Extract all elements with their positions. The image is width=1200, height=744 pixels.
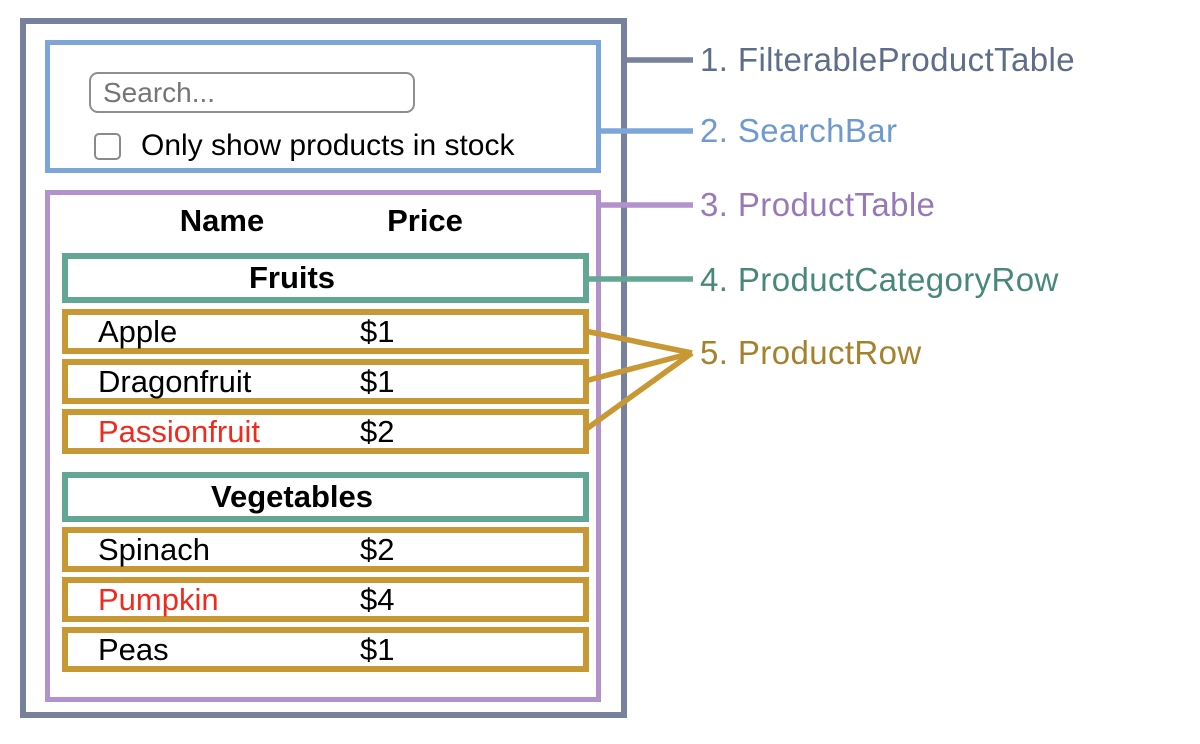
category-label: Fruits xyxy=(248,260,336,295)
label-search-bar: 2. SearchBar xyxy=(700,112,898,149)
product-price: $2 xyxy=(360,413,395,449)
in-stock-checkbox-label: Only show products in stock xyxy=(141,129,515,162)
search-bar-box xyxy=(45,40,601,173)
product-category-row: Fruits xyxy=(62,253,589,303)
product-name: Passionfruit xyxy=(98,413,260,449)
product-price: $1 xyxy=(360,631,395,667)
label-filterable-product-table: 1. FilterableProductTable xyxy=(700,41,1076,78)
product-name: Spinach xyxy=(98,531,211,567)
product-price: $2 xyxy=(360,531,395,567)
product-price: $4 xyxy=(360,581,395,617)
product-row: Pumpkin $4 xyxy=(62,577,589,622)
product-name: Apple xyxy=(98,313,178,349)
category-label: Vegetables xyxy=(211,479,373,514)
column-header-price: Price xyxy=(387,203,463,238)
in-stock-checkbox[interactable] xyxy=(94,132,121,160)
product-row: Apple $1 xyxy=(62,309,589,354)
product-table-box xyxy=(45,190,601,702)
product-row: Dragonfruit $1 xyxy=(62,359,589,404)
product-price: $1 xyxy=(360,363,395,399)
column-header-name: Name xyxy=(179,203,265,238)
product-name: Pumpkin xyxy=(98,581,219,617)
product-row: Passionfruit $2 xyxy=(62,409,589,454)
product-category-row: Vegetables xyxy=(62,472,589,522)
product-price: $1 xyxy=(360,313,395,349)
label-product-table: 3. ProductTable xyxy=(700,186,936,223)
product-name: Peas xyxy=(98,631,169,667)
search-input[interactable] xyxy=(89,72,415,113)
stock-filter-row: Only show products in stock xyxy=(94,129,515,162)
label-product-row: 5. ProductRow xyxy=(700,334,922,371)
product-row: Spinach $2 xyxy=(62,527,589,572)
label-product-category-row: 4. ProductCategoryRow xyxy=(700,261,1059,298)
product-name: Dragonfruit xyxy=(98,363,252,399)
product-row: Peas $1 xyxy=(62,627,589,672)
